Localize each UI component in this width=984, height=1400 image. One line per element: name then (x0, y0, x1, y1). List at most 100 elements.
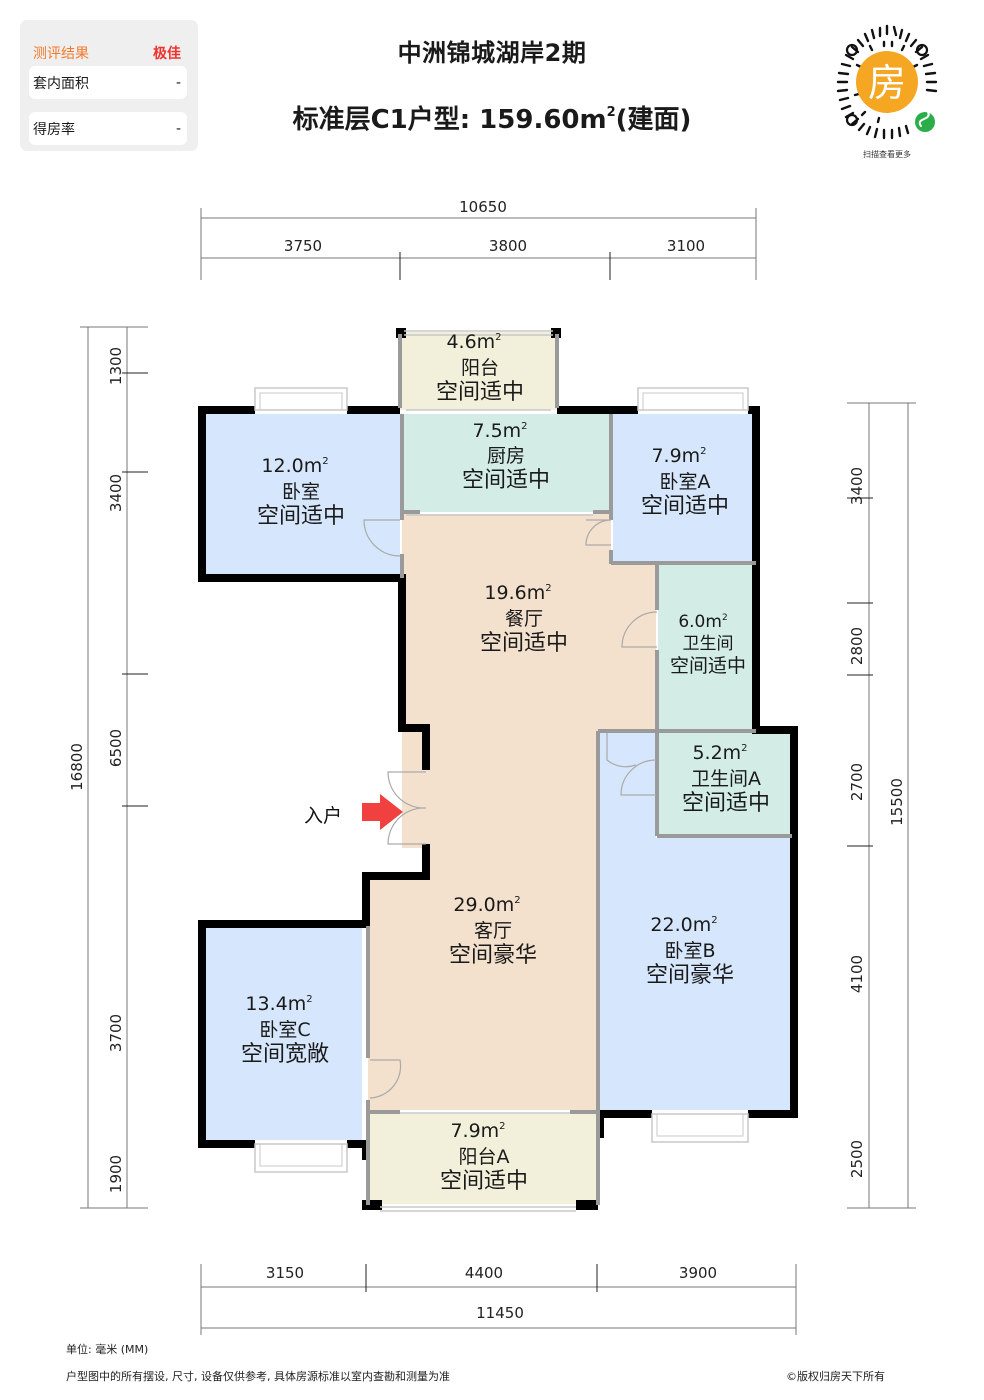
dim-top-3: 3100 (667, 237, 705, 255)
dimension-labels: 10650 3750 3800 3100 3150 4400 3900 1145… (68, 198, 906, 1322)
qr-logo-circle (856, 51, 918, 113)
svg-text:空间豪华: 空间豪华 (449, 943, 537, 968)
svg-text:29.0m2: 29.0m2 (453, 894, 520, 916)
balcony-fill (400, 332, 557, 410)
svg-text:空间适中: 空间适中 (440, 1169, 528, 1194)
door-bedroom-b-icon (606, 733, 637, 768)
room-kitchen: 7.5m2 厨房 空间适中 (462, 420, 550, 493)
bedroom-c-fill (206, 928, 362, 1140)
door-bedroom-a-icon (585, 519, 612, 546)
svg-text:卧室B: 卧室B (664, 940, 715, 962)
door-bedroom-icon (363, 519, 401, 557)
mini-program-icon (915, 112, 935, 132)
bathroom-a-fill (658, 732, 790, 836)
svg-text:7.9m2: 7.9m2 (450, 1120, 505, 1142)
room-dining: 19.6m2 餐厅 空间适中 (480, 582, 568, 656)
evaluation-result: 极佳 (153, 46, 181, 62)
svg-text:7.9m2: 7.9m2 (651, 445, 706, 467)
unit-type-sup: 2 (606, 105, 616, 120)
dim-right-2: 2800 (848, 627, 866, 665)
room-living: 29.0m2 客厅 空间豪华 (449, 894, 537, 968)
room-bedroom-a: 7.9m2 卧室A 空间适中 (641, 445, 729, 519)
svg-text:空间适中: 空间适中 (436, 380, 524, 405)
door-bedroom-c-icon (369, 1059, 402, 1099)
disclaimer: 户型图中的所有摆设, 尺寸, 设备仅供参考, 具体房源标准以室内查勘和测量为准 (66, 1370, 450, 1383)
svg-text:卧室: 卧室 (282, 481, 320, 503)
svg-text:阳台A: 阳台A (459, 1146, 510, 1168)
entrance-arrow-icon (362, 794, 403, 830)
svg-text:空间适中: 空间适中 (670, 655, 746, 677)
balcony-a-fill (370, 1114, 598, 1204)
dim-bottom-1: 3150 (266, 1264, 304, 1282)
entrance-label: 入户 (304, 805, 342, 827)
room-bathroom-a: 5.2m2 卫生间A 空间适中 (682, 742, 770, 816)
svg-text:空间适中: 空间适中 (682, 791, 770, 816)
unit-type-suffix: (建面) (615, 105, 692, 135)
svg-text:5.2m2: 5.2m2 (692, 742, 747, 764)
entrance-door-icon (387, 771, 427, 845)
dim-bottom-3: 3900 (679, 1264, 717, 1282)
dim-top-2: 3800 (489, 237, 527, 255)
bedroom-fill (206, 414, 400, 574)
dim-right-4: 4100 (848, 955, 866, 993)
dim-left-1: 1300 (107, 347, 125, 385)
evaluation-header: 测评结果 极佳 (33, 44, 181, 64)
qr-caption: 扫描查看更多 (863, 150, 911, 159)
unit-note: 单位: 毫米 (MM) (66, 1343, 149, 1356)
unit-type-title: 标准层C1户型: 159.60m2(建面) (0, 99, 984, 136)
living-dining-fill (368, 514, 656, 1110)
svg-text:客厅: 客厅 (474, 920, 512, 942)
dim-top-total: 10650 (459, 198, 507, 216)
bedroom-b-fill (600, 732, 790, 1110)
svg-text:空间宽敞: 空间宽敞 (241, 1042, 329, 1067)
room-labels: 4.6m2 阳台 空间适中 7.5m2 厨房 空间适中 12.0m2 卧室 空间… (241, 331, 770, 1194)
svg-text:空间适中: 空间适中 (641, 494, 729, 519)
svg-text:厨房: 厨房 (487, 445, 525, 467)
svg-text:卧室C: 卧室C (259, 1019, 310, 1041)
door-bathroom-a-icon (620, 759, 657, 796)
evaluation-card: 测评结果 极佳 套内面积 - 得房率 - (20, 20, 198, 151)
bathroom-fill (658, 564, 752, 730)
dim-left-total: 16800 (68, 743, 86, 791)
svg-text:卧室A: 卧室A (660, 471, 711, 493)
door-bathroom-icon (621, 611, 658, 648)
svg-text:6.0m2: 6.0m2 (678, 612, 727, 632)
unit-type-text: 标准层C1户型: 159.60m (292, 105, 607, 135)
evaluation-row-inner-area: 套内面积 - (29, 66, 187, 99)
room-fills (206, 332, 790, 1204)
svg-text:餐厅: 餐厅 (505, 608, 543, 630)
svg-text:卫生间: 卫生间 (683, 634, 734, 654)
svg-text:13.4m2: 13.4m2 (245, 993, 312, 1015)
svg-text:22.0m2: 22.0m2 (650, 914, 717, 936)
svg-text:卫生间A: 卫生间A (691, 768, 761, 790)
room-balcony: 4.6m2 阳台 空间适中 (436, 331, 524, 405)
dim-left-5: 1900 (107, 1155, 125, 1193)
project-name: 中洲锦城湖岸2期 (397, 39, 587, 67)
dim-left-3: 6500 (107, 729, 125, 767)
svg-text:7.5m2: 7.5m2 (472, 420, 527, 442)
svg-text:19.6m2: 19.6m2 (484, 582, 551, 604)
dimension-lines (80, 208, 916, 1335)
window-frames (254, 330, 749, 1212)
wall-posts (362, 328, 598, 1210)
evaluation-label: 测评结果 (33, 46, 89, 62)
qr-logo-char: 房 (868, 61, 906, 105)
svg-text:空间适中: 空间适中 (462, 468, 550, 493)
room-balcony-a: 7.9m2 阳台A 空间适中 (440, 1120, 528, 1194)
room-bathroom: 6.0m2 卫生间 空间适中 (670, 612, 746, 677)
svg-text:4.6m2: 4.6m2 (446, 331, 501, 353)
bedroom-a-fill (613, 414, 752, 562)
inner-area-label: 套内面积 (33, 75, 89, 92)
room-bedroom: 12.0m2 卧室 空间适中 (257, 455, 345, 529)
svg-text:12.0m2: 12.0m2 (261, 455, 328, 477)
dim-bottom-total: 11450 (476, 1304, 524, 1322)
dim-right-1: 3400 (848, 467, 866, 505)
evaluation-row-efficiency: 得房率 - (29, 112, 187, 145)
dim-right-5: 2500 (848, 1140, 866, 1178)
svg-text:阳台: 阳台 (461, 357, 499, 379)
dim-bottom-2: 4400 (465, 1264, 503, 1282)
kitchen-fill (402, 414, 610, 512)
efficiency-value: - (175, 120, 181, 137)
qr-code[interactable]: 房 (822, 20, 952, 150)
